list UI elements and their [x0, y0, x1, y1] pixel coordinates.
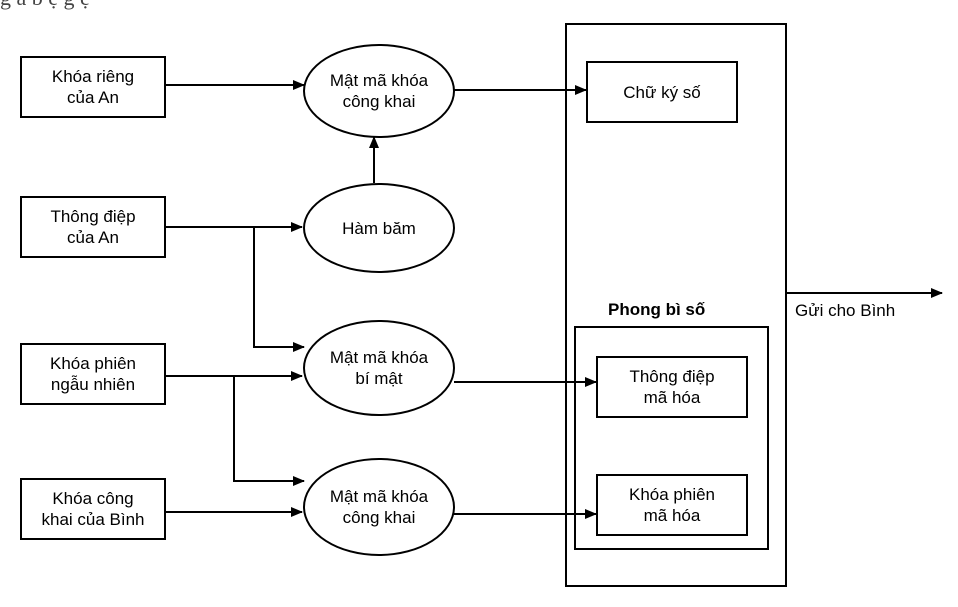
clipped-header-text: g ả b ệ g ệ: [0, 0, 958, 10]
arrow-message-to-secret-encrypt: [253, 227, 305, 352]
hash-function: Hàm băm: [303, 183, 455, 273]
secret-key-encryption: Mật mã khóa bí mật: [303, 320, 455, 416]
public-key-encryption-bottom: Mật mã khóa công khai: [303, 458, 455, 556]
sent-package-frame: [565, 23, 787, 587]
public-key-encryption-top: Mật mã khóa công khai: [303, 44, 455, 138]
encrypted-message-box: Thông điệp mã hóa: [596, 356, 748, 418]
message-box: Thông điệp của An: [20, 196, 166, 258]
private-key-box: Khóa riêng của An: [20, 56, 166, 118]
send-to-binh-label: Gửi cho Bình: [795, 301, 896, 320]
digital-signature-box: Chữ ký số: [586, 61, 738, 123]
digital-envelope-frame: [574, 326, 769, 550]
digital-envelope-title: Phong bì số: [608, 300, 706, 319]
arrow-session-key-to-public-encrypt: [233, 376, 305, 486]
public-key-box: Khóa công khai của Bình: [20, 478, 166, 540]
encrypted-session-key-box: Khóa phiên mã hóa: [596, 474, 748, 536]
session-key-box: Khóa phiên ngẫu nhiên: [20, 343, 166, 405]
